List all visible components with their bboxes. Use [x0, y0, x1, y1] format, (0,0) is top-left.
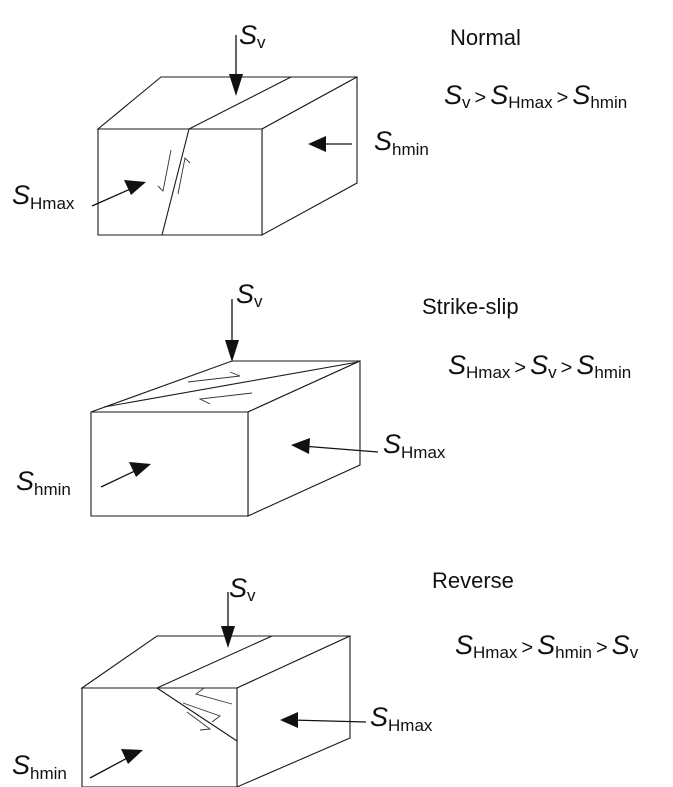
block-front-face	[81, 687, 238, 787]
sv-label: Sv	[239, 20, 266, 52]
slip-arrow-up	[177, 157, 191, 195]
regime-title-strike-slip: Strike-slip	[422, 294, 519, 319]
shmin-label: Shmin	[374, 126, 429, 159]
shmax-label: SHmax	[12, 180, 75, 213]
shmax-arrow	[301, 445, 379, 453]
shmax-arrowhead	[124, 180, 146, 195]
shmin-arrowhead	[308, 136, 326, 152]
fault-trace-side	[156, 687, 238, 742]
shmax-label: SHmax	[383, 429, 446, 462]
normal-fault-panel: Sv Shmin SHmax Normal Sv>SHmax>Shmin	[12, 20, 627, 236]
sv-arrowhead	[225, 340, 239, 362]
shmax-arrow	[91, 186, 136, 207]
shmin-arrowhead	[121, 749, 143, 764]
slip-arrow-down	[182, 702, 221, 723]
slip-arrow-down-2	[186, 711, 212, 731]
sv-arrowhead	[229, 74, 243, 96]
fault-trace-top	[103, 361, 359, 408]
sv-arrowhead	[221, 626, 235, 648]
fault-trace-front	[161, 128, 190, 236]
shmax-arrowhead	[291, 438, 310, 454]
relation-reverse: SHmax>Shmin>Sv	[455, 630, 639, 662]
slip-arrow-down	[157, 149, 172, 192]
sv-label: Sv	[236, 279, 263, 311]
slip-arrow-right	[187, 371, 241, 383]
block-front-face	[90, 411, 249, 517]
fault-trace-top	[188, 76, 292, 130]
regime-title-normal: Normal	[450, 25, 521, 50]
fault-trace-top	[156, 635, 273, 689]
normal-fault-block	[96, 76, 358, 236]
shmin-arrow	[89, 755, 132, 779]
regime-title-reverse: Reverse	[432, 568, 514, 593]
relation-normal: Sv>SHmax>Shmin	[444, 80, 627, 112]
reverse-fault-panel: Sv SHmax Shmin Reverse SHmax>Shmin>Sv	[12, 568, 639, 787]
shmax-arrow	[290, 719, 367, 723]
shmin-label: Shmin	[12, 750, 67, 783]
relation-strike-slip: SHmax>Sv>Shmin	[448, 350, 631, 382]
shmin-arrow	[100, 468, 140, 488]
shmin-arrowhead	[129, 462, 151, 477]
slip-arrow-left	[198, 392, 253, 405]
reverse-fault-block	[80, 635, 351, 787]
strike-slip-fault-panel: Sv SHmax Shmin Strike-slip SHmax>Sv>Shmi…	[16, 279, 631, 517]
sv-label: Sv	[229, 573, 256, 605]
slip-arrow-up	[194, 687, 233, 705]
shmax-arrowhead	[280, 712, 298, 728]
shmax-label: SHmax	[370, 702, 433, 735]
strike-slip-fault-block	[90, 360, 361, 517]
shmin-label: Shmin	[16, 466, 71, 499]
